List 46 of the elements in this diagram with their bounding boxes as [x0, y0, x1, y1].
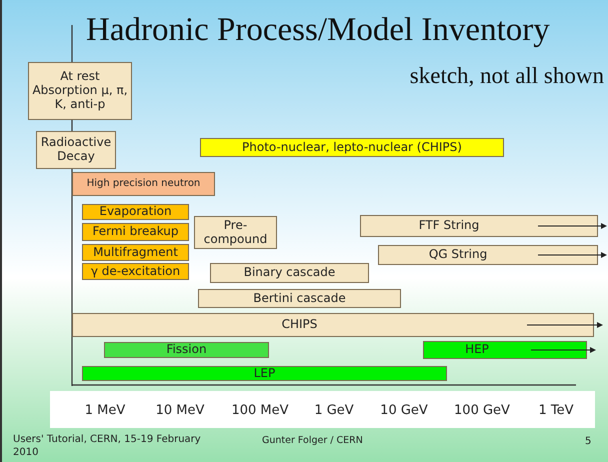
model-name: Fission: [166, 343, 207, 357]
energy-tick-label: 1 GeV: [313, 402, 355, 420]
model-range-bar: [72, 172, 215, 196]
title: Hadronic Process/Model Inventory: [86, 14, 550, 47]
model-name: QG String: [428, 248, 488, 262]
model-range-bar: [28, 62, 132, 120]
footer-text: Users' Tutorial, CERN, 15-19 February 2010: [13, 433, 202, 459]
energy-tick-label: 10 MeV: [154, 402, 206, 420]
model-range-bar: [194, 216, 277, 249]
page-number: 5: [585, 435, 592, 449]
model-range-bar: [200, 138, 504, 157]
model-name: Bertini cascade: [253, 292, 346, 306]
model-range-bar: [104, 342, 269, 358]
subtitle: sketch, not all shown: [410, 64, 604, 87]
model-name: γ de-excitation: [90, 264, 180, 278]
model-name: LEP: [254, 366, 276, 380]
model-range-bar: [360, 215, 598, 237]
model-range-bar: [82, 366, 447, 381]
footer-author: Gunter Folger / CERN: [262, 434, 363, 448]
model-name: CHIPS: [282, 318, 318, 332]
model-range-bar: [82, 263, 189, 280]
model-name: At rest Absorption μ, π, K, anti-p: [31, 70, 129, 112]
model-range-bar: [210, 263, 369, 283]
model-name: High precision neutron: [86, 178, 200, 190]
model-name: Evaporation: [99, 205, 172, 219]
model-range-bar: [378, 245, 598, 265]
model-range-bar: [72, 313, 594, 337]
model-range-bar: [82, 244, 189, 261]
model-name: Radioactive Decay: [40, 136, 112, 164]
model-name: Multifragment: [93, 246, 178, 260]
model-name: FTF String: [418, 219, 480, 233]
energy-tick-label: 100 GeV: [453, 402, 511, 420]
model-range-bar: [36, 131, 116, 169]
model-name: Binary cascade: [244, 266, 336, 280]
model-name: Photo-nuclear, lepto-nuclear (CHIPS): [242, 140, 462, 154]
model-range-bar: [423, 341, 587, 359]
energy-tick-label: 10 GeV: [379, 402, 429, 420]
model-range-bar: [82, 223, 189, 241]
model-name: Pre-compound: [202, 218, 268, 246]
model-range-bar: [198, 289, 401, 308]
energy-tick-label: 1 MeV: [84, 402, 126, 420]
energy-tick-label: 1 TeV: [537, 402, 575, 420]
model-name: HEP: [465, 343, 489, 357]
model-name: Fermi breakup: [92, 225, 178, 239]
model-range-bar: [82, 204, 189, 220]
energy-tick-label: 100 MeV: [230, 402, 290, 420]
